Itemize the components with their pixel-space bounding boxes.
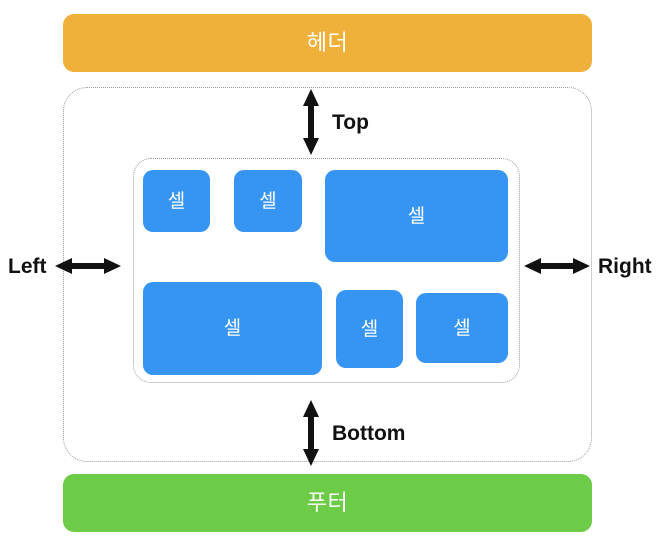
left-spacing-annotation: Left xyxy=(8,255,121,277)
bottom-spacing-annotation: Bottom xyxy=(300,400,405,466)
grid-cell: 셀 xyxy=(336,290,403,368)
double-arrow-horizontal-icon xyxy=(524,255,590,277)
grid-cell-label: 셀 xyxy=(223,318,242,339)
grid-cell: 셀 xyxy=(325,170,508,262)
grid-cell: 셀 xyxy=(143,170,210,232)
bottom-label: Bottom xyxy=(332,421,406,445)
grid-cell-label: 셀 xyxy=(453,317,471,339)
grid-cell-label: 셀 xyxy=(407,205,426,227)
grid-cell: 셀 xyxy=(143,282,322,375)
grid-cell: 셀 xyxy=(234,170,302,232)
grid-cell-label: 셀 xyxy=(167,190,186,212)
grid-cell-label: 셀 xyxy=(259,190,277,212)
grid-cell: 셀 xyxy=(416,293,508,363)
top-label: Top xyxy=(332,110,369,134)
inner-container-content-box xyxy=(133,158,520,383)
right-spacing-annotation: Right xyxy=(524,255,652,277)
footer-block: 푸터 xyxy=(63,474,592,532)
top-spacing-annotation: Top xyxy=(300,89,369,155)
left-label: Left xyxy=(8,254,47,278)
double-arrow-horizontal-icon xyxy=(54,255,121,277)
double-arrow-vertical-icon xyxy=(300,400,322,466)
footer-label: 푸터 xyxy=(306,490,349,515)
right-label: Right xyxy=(598,254,652,278)
header-label: 헤더 xyxy=(306,30,349,55)
outer-container-padding-box xyxy=(63,87,592,462)
double-arrow-vertical-icon xyxy=(300,89,322,155)
header-block: 헤더 xyxy=(63,14,592,72)
grid-cell-label: 셀 xyxy=(360,318,379,340)
